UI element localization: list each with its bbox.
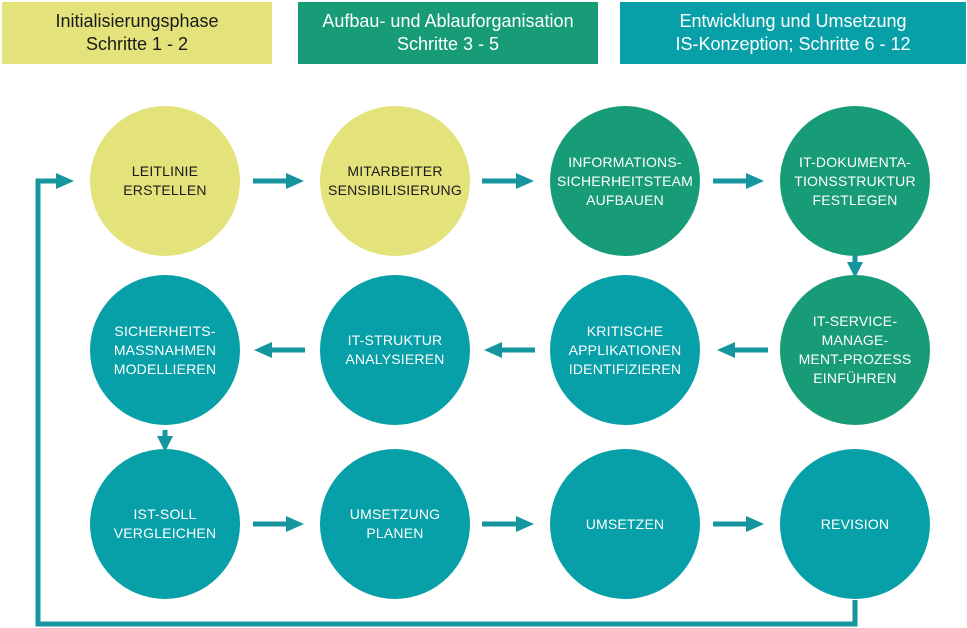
phase-box-initialisierung: Initialisierungsphase Schritte 1 - 2	[2, 2, 272, 64]
step-label-line: SENSIBILISIERUNG	[328, 182, 462, 198]
step-label-line: INFORMATIONS-	[568, 153, 682, 170]
step-informationssicherheitsteam-aufbauen: INFORMATIONS- SICHERHEITSTEAM AUFBAUEN	[550, 106, 700, 256]
step-label-line: LEITLINIE	[131, 163, 199, 179]
step-label-line: FESTLEGEN	[812, 191, 898, 208]
phase-box-entwicklung: Entwicklung und Umsetzung IS-Konzeption;…	[620, 2, 966, 64]
arrow-left	[254, 342, 305, 358]
step-label-line: SICHERHEITS-	[114, 322, 216, 339]
step-sicherheitsmassnahmen-modellieren: SICHERHEITS- MASSNAHMEN MODELLIEREN	[90, 275, 240, 425]
step-label-line: EINFÜHREN	[813, 370, 897, 386]
step-mitarbeiter-sensibilisierung: MITARBEITER SENSIBILISIERUNG	[320, 106, 470, 256]
arrow-left	[484, 342, 535, 358]
step-label-line: REVISION	[820, 515, 890, 532]
step-label-line: SICHERHEITSTEAM	[557, 172, 694, 189]
step-it-dokumentationsstruktur-festlegen: IT-DOKUMENTA- TIONSSTRUKTUR FESTLEGEN	[780, 106, 930, 256]
phase-subtitle: Schritte 3 - 5	[396, 34, 500, 54]
step-label-line: IT-STRUKTUR	[347, 332, 443, 348]
step-label-line: IT-DOKUMENTA-	[798, 153, 911, 170]
arrow-down	[157, 430, 173, 452]
phase-title: Aufbau- und Ablauforganisation	[322, 11, 574, 31]
step-label-line: IDENTIFIZIEREN	[568, 360, 682, 377]
arrow-left	[717, 342, 768, 358]
step-revision: REVISION	[780, 449, 930, 599]
step-label-line: VERGLEICHEN	[113, 525, 217, 541]
arrow-right	[482, 173, 534, 189]
phase-subtitle: Schritte 1 - 2	[85, 34, 189, 54]
step-label-line: IT-SERVICE-	[812, 313, 898, 329]
arrow-right	[253, 173, 304, 189]
step-umsetzen: UMSETZEN	[550, 449, 700, 599]
step-label-line: UMSETZEN	[585, 515, 665, 532]
step-label-line: ANALYSIEREN	[345, 351, 445, 367]
step-it-struktur-analysieren: IT-STRUKTUR ANALYSIEREN	[320, 275, 470, 425]
phase-subtitle: IS-Konzeption; Schritte 6 - 12	[675, 34, 911, 54]
phase-title: Initialisierungsphase	[55, 11, 219, 31]
step-label-line: ERSTELLEN	[123, 182, 207, 198]
step-label-line: TIONSSTRUKTUR	[794, 172, 916, 189]
step-it-service-management-prozess: IT-SERVICE- MANAGE- MENT-PROZESS EINFÜHREN	[780, 275, 930, 425]
arrow-right	[713, 516, 764, 532]
step-label-line: MENT-PROZESS	[798, 351, 912, 367]
step-label-line: MASSNAHMEN	[113, 341, 217, 358]
step-label-line: IST-SOLL	[133, 506, 197, 522]
arrow-right	[253, 516, 304, 532]
phase-title: Entwicklung und Umsetzung	[679, 11, 907, 31]
step-label-line: PLANEN	[366, 525, 424, 541]
step-leitlinie-erstellen: LEITLINIE ERSTELLEN	[90, 106, 240, 256]
arrow-right	[713, 173, 764, 189]
step-label-line: KRITISCHE	[586, 322, 664, 339]
step-ist-soll-vergleichen: IST-SOLL VERGLEICHEN	[90, 449, 240, 599]
step-kritische-applikationen-identifizieren: KRITISCHE APPLIKATIONEN IDENTIFIZIEREN	[550, 275, 700, 425]
step-label-line: MODELLIEREN	[113, 360, 217, 377]
step-label-line: APPLIKATIONEN	[568, 341, 682, 358]
step-label-line: MANAGE-	[821, 332, 889, 348]
step-umsetzung-planen: UMSETZUNG PLANEN	[320, 449, 470, 599]
step-label-line: AUFBAUEN	[586, 191, 664, 208]
phase-box-aufbau: Aufbau- und Ablauforganisation Schritte …	[298, 2, 598, 64]
step-label-line: UMSETZUNG	[349, 506, 441, 522]
feedback-loop-arrow	[35, 173, 858, 627]
arrow-right	[482, 516, 534, 532]
step-label-line: MITARBEITER	[347, 163, 443, 179]
